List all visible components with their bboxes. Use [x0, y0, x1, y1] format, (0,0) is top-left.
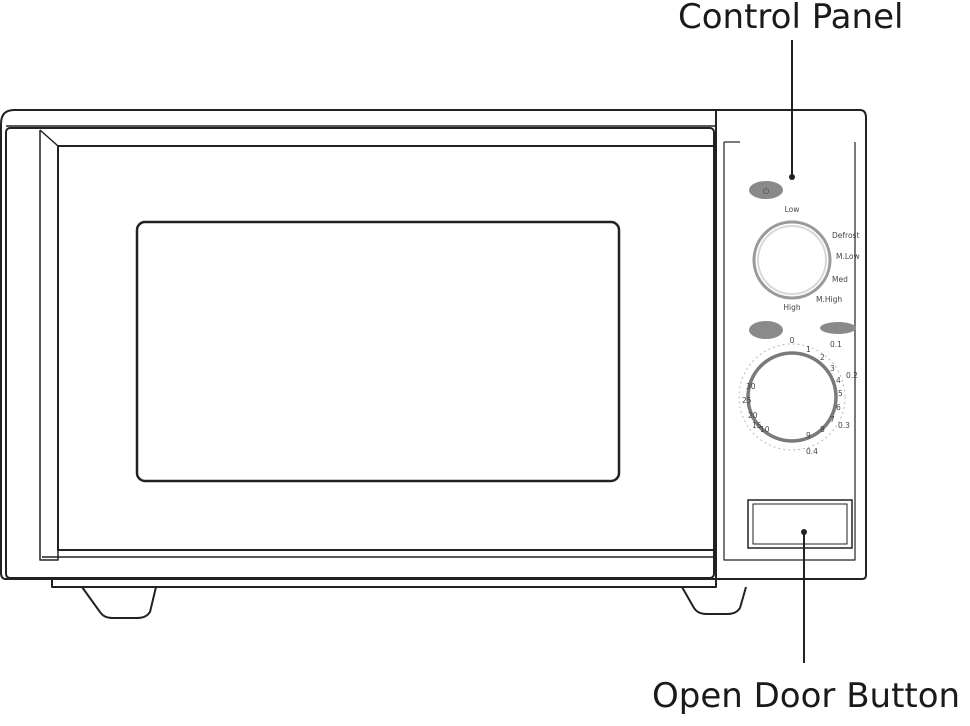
door-window [135, 220, 621, 483]
timer-outer-0.3: 0.3 [838, 421, 850, 430]
timer-left-15: 15 [752, 421, 762, 430]
timer-left-25: 25 [742, 396, 752, 405]
timer-right-8: 8 [820, 425, 825, 434]
timer-icon [749, 321, 783, 339]
right-foot [681, 586, 747, 615]
svg-text:⏻: ⏻ [763, 187, 770, 196]
power-label-high: High [783, 303, 800, 312]
open-door-button-label: Open Door Button [652, 676, 961, 716]
timer-right-6: 6 [836, 403, 841, 412]
timer-dial[interactable] [738, 343, 846, 451]
timer-outer-0.1: 0.1 [830, 340, 842, 349]
open-door-button[interactable] [747, 499, 853, 549]
power-icon: ⏻ [749, 181, 783, 199]
control-panel-leader-dot [789, 174, 795, 180]
timer-right-4: 4 [836, 376, 841, 385]
left-foot [81, 586, 157, 619]
timer-outer-0.2: 0.2 [846, 371, 858, 380]
control-panel-inner [723, 142, 856, 561]
power-label-med: Med [832, 275, 848, 284]
open-door-leader-dot [801, 529, 807, 535]
timer-left-30: 30 [746, 382, 756, 391]
timer-right-2: 2 [820, 353, 825, 362]
door [5, 127, 715, 579]
timer-left-20: 20 [748, 411, 758, 420]
timer-outer-0.4: 0.4 [806, 447, 818, 456]
timer-right-3: 3 [830, 364, 835, 373]
timer-left-10: 10 [760, 425, 770, 434]
power-label-low: Low [785, 205, 800, 214]
microwave-body [0, 109, 867, 580]
control-panel-label: Control Panel [678, 0, 904, 37]
timer-right-5: 5 [838, 389, 843, 398]
timer-right-9: 9 [806, 431, 811, 440]
power-dial[interactable] [752, 220, 832, 300]
timer-right-0: 0 [790, 336, 795, 345]
door-window-frame [57, 145, 715, 551]
timer-right-7: 7 [830, 415, 835, 424]
power-label-mhigh: M.High [816, 295, 842, 304]
door-hinge-edge [39, 129, 59, 561]
power-label-defrost: Defrost [832, 231, 859, 240]
cook-icon [820, 322, 856, 334]
timer-right-1: 1 [806, 345, 811, 354]
power-label-mlow: M.Low [836, 252, 860, 261]
base-strip [51, 580, 717, 588]
